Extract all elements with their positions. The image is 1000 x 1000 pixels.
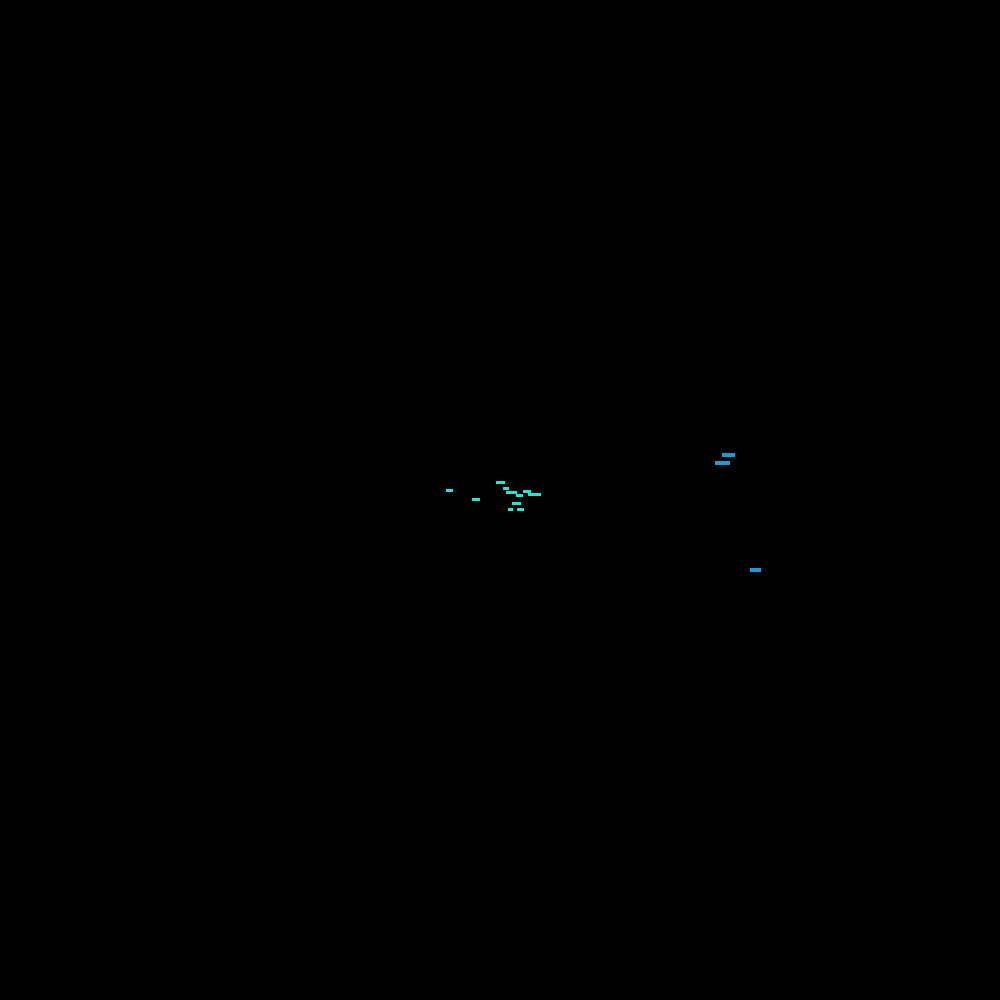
blue-bar xyxy=(750,568,761,572)
cyan-dash xyxy=(506,491,517,494)
cyan-dash xyxy=(508,508,513,511)
cyan-dash xyxy=(516,494,523,497)
cyan-dash xyxy=(517,508,524,511)
blue-bar xyxy=(722,453,735,457)
cyan-dash xyxy=(512,502,521,505)
cyan-dash xyxy=(523,490,531,493)
cyan-dash xyxy=(503,487,509,490)
cyan-dash xyxy=(496,481,505,484)
blue-bar xyxy=(715,461,730,465)
cyan-dash xyxy=(446,489,453,492)
cyan-dash xyxy=(472,498,480,501)
cyan-dash xyxy=(528,493,541,496)
